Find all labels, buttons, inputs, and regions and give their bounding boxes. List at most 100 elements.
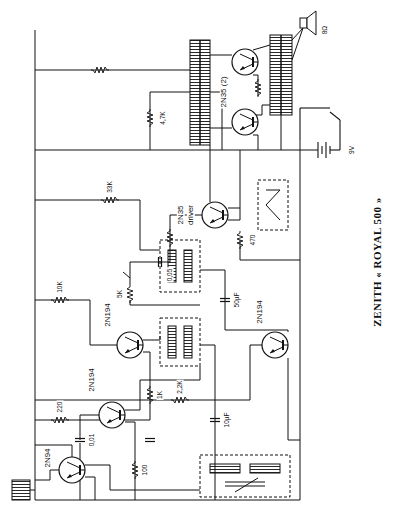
capacitor-symbol: [210, 419, 220, 422]
resistor-symbol: [147, 386, 153, 404]
if-transformer: [160, 318, 200, 366]
resistor-symbol: [171, 397, 189, 403]
component-value: 9V: [349, 145, 356, 155]
mixer-stage: [200, 455, 290, 497]
battery-symbol: [325, 142, 326, 158]
driver-stage: [228, 150, 240, 220]
component-value: 470: [250, 234, 257, 247]
output-stage-wires: [253, 75, 258, 96]
mixer-stage: [235, 478, 258, 492]
speaker-symbol: [292, 11, 316, 60]
if-transformer: [184, 326, 192, 358]
mixer-stage: [35, 445, 72, 457]
output-stage-wires: [210, 145, 211, 202]
antenna-coil: [12, 480, 35, 500]
if-stage-wires: [35, 300, 117, 345]
battery-symbol: [339, 120, 340, 150]
capacitor-symbol: [220, 299, 230, 302]
resistor-symbol: [132, 461, 138, 479]
component-value: 0,05: [167, 268, 174, 283]
output-stage-wires: [281, 115, 282, 150]
transistor-symbol: [232, 49, 258, 75]
transistor-label: 2N94: [44, 447, 52, 468]
driver-stage: [258, 180, 288, 230]
component-value: 5K: [117, 289, 124, 299]
speaker-symbol: [300, 18, 307, 28]
transistor-label: 2N35: [177, 204, 185, 225]
component-value: 1K: [157, 390, 164, 400]
resistor-symbol: [51, 297, 69, 303]
resistor-symbol: [101, 197, 119, 203]
component-value: 33K: [107, 180, 114, 194]
if-stage-wires: [35, 345, 262, 400]
transistor-symbol: [262, 332, 288, 358]
transistor-symbol: [59, 457, 85, 483]
transistor-label: 2N194: [256, 299, 264, 325]
resistor-symbol: [51, 417, 69, 423]
battery-symbol: [300, 108, 340, 158]
if-transformer: [160, 240, 200, 366]
supply-rail: [35, 500, 300, 501]
component-value: 0,01: [89, 433, 96, 448]
supply-rail: [300, 140, 301, 500]
output-stage-wires: [35, 70, 190, 71]
if-stage-wires: [200, 270, 288, 332]
if-stage-wires: [143, 336, 160, 340]
supply-rail: [35, 30, 318, 500]
mixer-stage: [35, 443, 290, 500]
speaker-symbol: [292, 28, 303, 60]
battery-symbol: [299, 108, 300, 140]
component-value: 8Ω: [322, 25, 329, 35]
if-transformer: [168, 326, 176, 358]
resistor-symbol: [91, 67, 109, 73]
transistor-symbol: [99, 402, 125, 428]
transistor-label: 2N35 (2): [220, 75, 228, 108]
resistor-symbol: [237, 231, 243, 249]
transistor-symbol: [202, 202, 228, 228]
output-stage-wires: [253, 135, 258, 150]
supply-rail: [35, 150, 300, 151]
mixer-stage: [250, 464, 280, 473]
driver-transformer: [190, 40, 210, 145]
transistor-label: 2N194: [104, 302, 112, 328]
output-stage-wires: [210, 55, 232, 56]
diagram-title: ZENITH « ROYAL 500 »: [372, 196, 384, 327]
battery-symbol: [300, 107, 330, 108]
resistor-symbol: [255, 79, 261, 97]
output-transformer: [270, 35, 292, 115]
resistor-symbol: [167, 229, 173, 247]
driver-stage: [228, 208, 240, 209]
battery-symbol: [330, 149, 340, 150]
driver-stage: [266, 190, 280, 220]
component-value: 4,7K: [160, 110, 167, 125]
output-stage-wires: [210, 128, 232, 129]
mixer-stage: [225, 482, 265, 483]
if-transformer: [184, 250, 192, 282]
volume-control: [130, 300, 200, 305]
component-value: 10K: [57, 280, 64, 294]
output-stage-wires: [35, 45, 281, 202]
resistor-symbol: [147, 109, 153, 127]
volume-control: [130, 262, 150, 285]
resistor-symbol: [127, 285, 133, 303]
transistor-label: 2N194: [88, 367, 96, 393]
supply-rail: [35, 30, 36, 500]
volume-control: [123, 272, 130, 278]
supply-rail: [300, 150, 318, 151]
capacitor-symbol: [145, 439, 155, 442]
if-stage-wires: [125, 366, 200, 410]
transistor-symbol: [232, 109, 258, 135]
if-stage-wires: [200, 345, 215, 500]
speaker-symbol: [307, 11, 316, 35]
if-stage-wires: [35, 200, 160, 250]
driver-stage: [150, 150, 300, 262]
mixer-stage: [210, 464, 240, 473]
battery-symbol: [330, 112, 340, 120]
if-stage-wires: [35, 200, 300, 500]
battery-symbol: [317, 142, 318, 158]
if-stage-wires: [288, 358, 300, 440]
transistor-label: driver: [187, 204, 195, 226]
component-value: 10µF: [224, 412, 231, 429]
